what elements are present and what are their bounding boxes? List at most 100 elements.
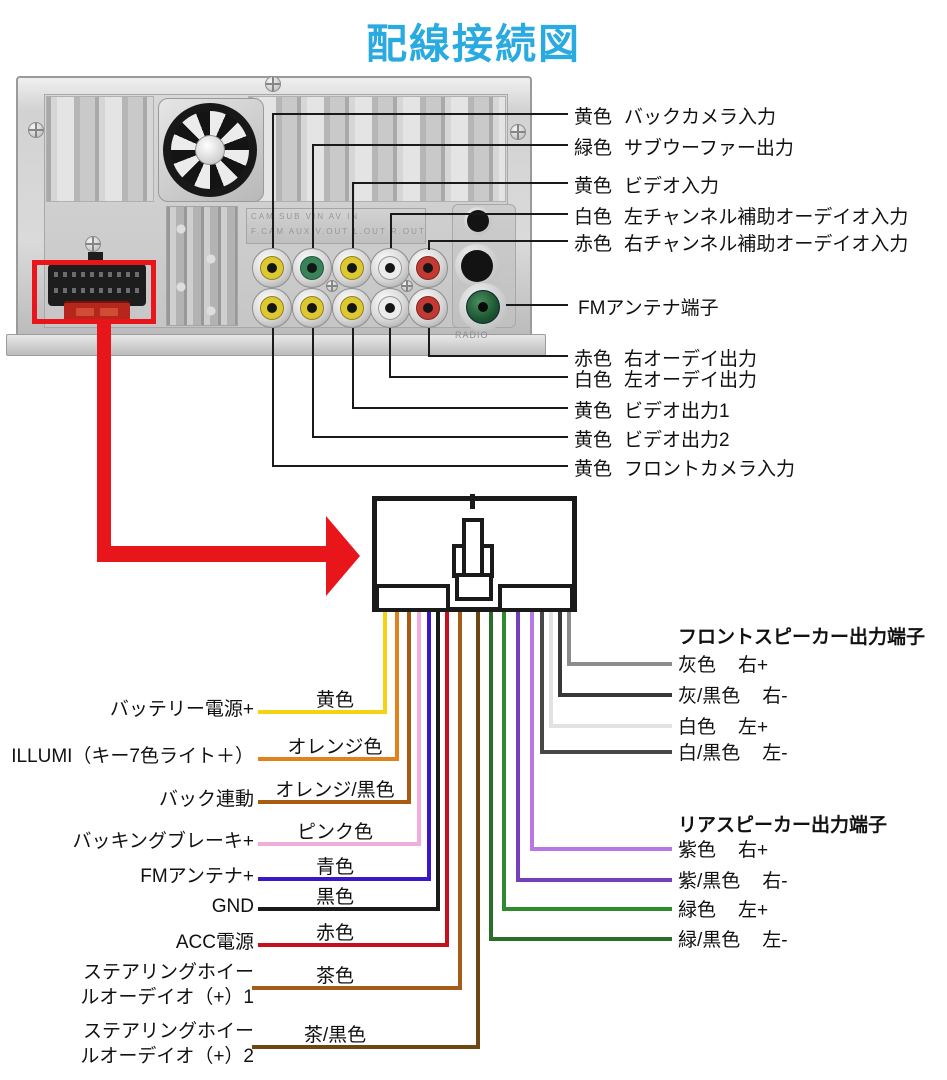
rca-color: 黄色 — [574, 107, 613, 128]
rca-color: 赤色 — [574, 349, 613, 370]
rca-color: 白色 — [574, 370, 613, 391]
wirecolor-reverse: オレンジ/黒色 — [275, 780, 395, 801]
wire-front-right-minus-h — [558, 693, 672, 697]
rca-desc: ビデオ出力1 — [624, 401, 730, 422]
harness-red-cell — [76, 308, 94, 316]
rca-desc: バックカメラ入力 — [624, 107, 777, 128]
wire-fm-antenna-h — [258, 877, 431, 881]
wire-front-right-plus-h — [567, 662, 672, 666]
label-reverse: バック連動 — [158, 789, 254, 810]
wire-illumi-v — [395, 608, 399, 761]
leader-line — [352, 183, 354, 248]
rca-label-video-out1: 黄色ビデオ出力1 — [574, 396, 730, 423]
rca-jack-frontcamera-in — [252, 288, 292, 328]
leader-line — [312, 328, 314, 437]
rca-jack-audio-right-out — [408, 288, 448, 328]
plug-latch-box — [455, 573, 493, 601]
rca-desc: ビデオ入力 — [624, 176, 720, 197]
label-fm-antenna: FMアンテナ+ — [140, 866, 254, 887]
screw-icon — [326, 280, 338, 292]
label-rear-left-minus: 緑/黒色左- — [678, 930, 788, 951]
wire-gnd-v — [436, 608, 440, 911]
rca-color: 緑色 — [574, 138, 613, 159]
rca-jack-backcamera-in — [252, 248, 292, 288]
jack-hole — [267, 303, 277, 313]
leader-line — [272, 328, 274, 466]
jack-hole — [385, 263, 395, 273]
label-front-right-plus: 灰色右+ — [678, 655, 769, 676]
highlight-rectangle — [32, 260, 156, 324]
wirecolor-steering1: 茶色 — [315, 966, 354, 987]
harness-pin-row — [54, 272, 140, 277]
fan-hub — [195, 135, 225, 165]
rca-color: 黄色 — [574, 176, 613, 197]
radio-embossed-text: RADIO — [455, 330, 489, 340]
label-steering2: ステアリングホイールオーデイオ（+）2 — [80, 1021, 254, 1067]
label-gnd: GND — [211, 896, 254, 917]
rca-label-backcamera: 黄色バックカメラ入力 — [574, 102, 776, 129]
wire-rear-right-minus-v — [516, 608, 520, 882]
wire-brake-h — [258, 842, 421, 846]
rca-label-video-in: 黄色ビデオ入力 — [574, 171, 719, 198]
wire-rear-left-plus-h — [502, 907, 672, 911]
wire-acc-v — [445, 608, 449, 947]
wirecolor-gnd: 黒色 — [315, 887, 354, 908]
rca-desc: 右チャンネル補助オーデイオ入力 — [624, 234, 909, 255]
jack-hole — [347, 303, 357, 313]
rca-label-aux-right: 赤色右チャンネル補助オーデイオ入力 — [574, 229, 908, 256]
label-front-left-minus: 白/黒色左- — [678, 743, 788, 764]
port-label-row1: CAM SUB VIN AV IN — [251, 212, 360, 221]
wire-front-left-minus-v — [540, 608, 544, 754]
rca-color: 黄色 — [574, 430, 613, 451]
vent-grille — [166, 206, 238, 326]
leader-line — [312, 436, 568, 438]
rca-desc: ビデオ出力2 — [624, 430, 730, 451]
rca-label-frontcamera: 黄色フロントカメラ入力 — [574, 454, 795, 481]
wire-brake-v — [417, 608, 421, 846]
label-illumi: ILLUMI（キー7色ライト＋） — [11, 746, 254, 767]
leader-line — [428, 240, 568, 242]
page-title: 配線接続図 — [366, 21, 581, 67]
label-acc: ACC電源 — [175, 932, 254, 953]
jack-ring — [416, 296, 440, 320]
label-front-right-minus: 灰/黒色右- — [678, 686, 788, 707]
rca-desc: 左チャンネル補助オーデイオ入力 — [624, 207, 909, 228]
wire-steering1-v — [458, 608, 462, 990]
wirecolor-steering2: 茶/黒色 — [303, 1025, 367, 1046]
wire-battery-h — [258, 710, 387, 714]
leader-line — [352, 407, 568, 409]
hole-large — [461, 250, 493, 282]
wire-rear-right-plus-v — [530, 608, 534, 851]
wirecolor-illumi: オレンジ色 — [287, 737, 383, 758]
leader-line — [272, 113, 568, 115]
leader-line — [272, 465, 568, 467]
wire-illumi-h — [258, 757, 399, 761]
red-arrow-vertical — [97, 324, 111, 554]
label-battery: バッテリー電源+ — [109, 699, 254, 720]
wirecolor-battery: 黄色 — [315, 690, 354, 711]
wire-acc-h — [258, 943, 449, 947]
rear-speaker-header: リアスピーカー出力端子 — [678, 815, 888, 836]
leader-line — [390, 214, 392, 248]
rca-label-fm-antenna: FMアンテナ端子 — [578, 293, 719, 320]
rca-label-video-out2: 黄色ビデオ出力2 — [574, 425, 730, 452]
rca-label-audio-right-out: 赤色右オーデイ出力 — [574, 344, 757, 371]
rca-jack-subwoofer-out — [292, 248, 332, 288]
rca-jack-aux-left-in — [370, 248, 410, 288]
screw-icon — [510, 124, 526, 140]
screw-icon — [401, 280, 413, 292]
screw-icon — [265, 76, 281, 92]
wire-front-left-minus-h — [540, 750, 672, 754]
label-rear-right-minus: 紫/黒色右- — [678, 871, 788, 892]
screw-icon — [28, 122, 44, 138]
jack-hole — [423, 263, 433, 273]
label-rear-right-plus: 紫色右+ — [678, 840, 769, 861]
wire-rear-left-minus-h — [489, 937, 672, 941]
wire-front-left-plus-v — [549, 608, 553, 728]
wire-steering1-h — [252, 986, 462, 990]
jack-ring — [378, 256, 402, 280]
leader-line — [389, 328, 391, 377]
rca-desc: FMアンテナ端子 — [578, 298, 719, 319]
red-arrow-head-icon — [326, 516, 360, 596]
wire-steering2-v — [476, 608, 480, 1049]
